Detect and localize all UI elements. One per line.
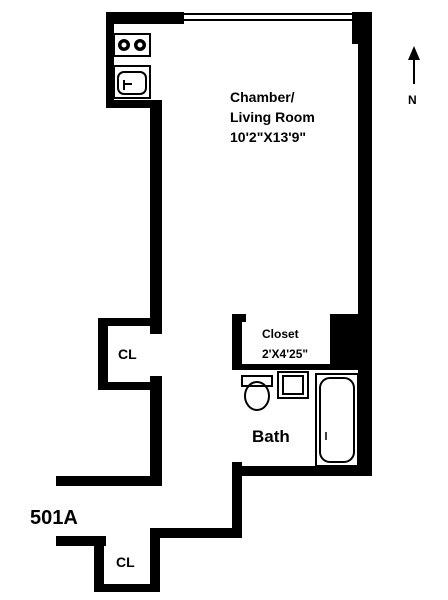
window-top-inner xyxy=(184,19,352,21)
wall-entry-top xyxy=(56,476,162,486)
wall-cl-top xyxy=(98,318,162,326)
wall-cl-bottom xyxy=(98,382,162,390)
stove-icon xyxy=(113,33,151,57)
wall-top-left xyxy=(106,12,184,24)
wall-bottom-left xyxy=(56,536,106,546)
closet-bottom-label: CL xyxy=(116,554,135,570)
wall-closet-block xyxy=(330,314,372,366)
wall-bath-left-stub xyxy=(232,314,246,322)
unit-number: 501A xyxy=(30,507,78,529)
bathtub-icon xyxy=(315,373,359,467)
toilet-tank-icon xyxy=(241,375,273,387)
window-top xyxy=(184,13,352,15)
sink-basin xyxy=(117,71,147,95)
wall-bath-lower-left xyxy=(232,462,242,536)
wall-cl2-left xyxy=(94,536,104,592)
wall-kitchen-bottom xyxy=(106,100,160,108)
chamber-label-line1: Chamber/ xyxy=(230,89,295,105)
closet-dimensions: 2'X4'25" xyxy=(262,347,308,361)
wall-bath-left xyxy=(232,314,242,370)
north-label: N xyxy=(408,93,417,107)
wall-closet-bottom xyxy=(232,364,372,370)
bath-fixtures xyxy=(241,371,359,467)
wall-bath-bottom xyxy=(232,466,372,476)
wall-cl2-bottom xyxy=(94,584,160,592)
wall-right xyxy=(358,12,372,476)
closet-label: Closet xyxy=(262,327,299,341)
wall-left-upper xyxy=(150,100,162,334)
chamber-label-line2: Living Room xyxy=(230,109,315,125)
wall-cl-left xyxy=(98,318,108,390)
walls xyxy=(56,12,372,592)
kitchenette xyxy=(113,33,151,99)
wall-corridor-bottom xyxy=(150,528,242,538)
sink-bath-icon xyxy=(277,371,309,399)
north-arrow xyxy=(408,46,420,84)
wall-kitchen-left xyxy=(106,12,114,108)
toilet-bowl-icon xyxy=(244,381,270,411)
closet-left-label: CL xyxy=(118,346,137,362)
wall-left-lower xyxy=(150,376,162,486)
arrow-up-icon xyxy=(408,46,420,60)
chamber-dimensions: 10'2"X13'9" xyxy=(230,129,306,145)
sink-icon xyxy=(113,65,151,99)
bath-label: Bath xyxy=(252,427,290,446)
wall-cl2-right xyxy=(150,528,160,592)
